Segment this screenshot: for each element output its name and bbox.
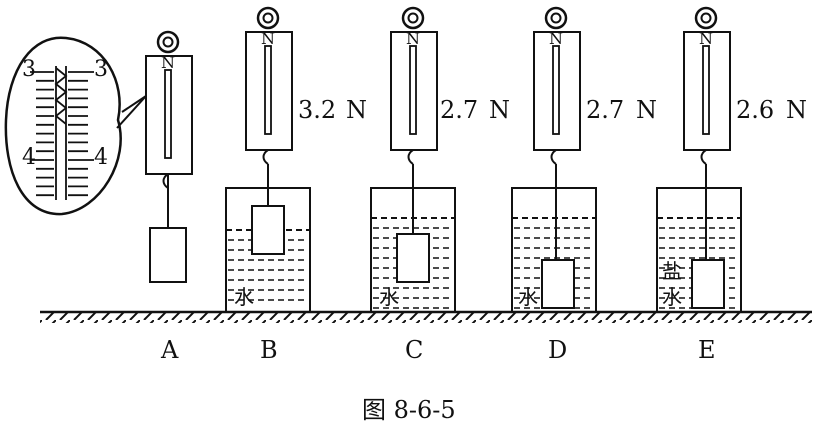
spring-scale-c <box>390 31 438 151</box>
unit-c: N <box>489 96 510 124</box>
weight-block-a <box>149 227 187 283</box>
setup-e: N 2.6 N 盐 水 <box>656 6 807 313</box>
unit-b: N <box>346 96 367 124</box>
setup-a: N <box>145 30 193 283</box>
liquid-label-d: 水 <box>518 285 538 309</box>
hook-ring-icon <box>256 6 280 30</box>
zoom-spring <box>54 66 68 200</box>
spring-scale-e <box>683 31 731 151</box>
setup-label-a: A <box>160 336 179 364</box>
liquid-label-c: 水 <box>379 285 399 309</box>
apparatus-row: N N 3.2 N 水 N <box>145 6 807 313</box>
zoom-label-top-right: 3 <box>94 57 108 82</box>
figure-caption: 图 8-6-5 <box>362 396 456 424</box>
spring-scale-d <box>533 31 581 151</box>
unit-e: N <box>786 96 807 124</box>
setup-label-e: E <box>698 336 716 364</box>
weight-block-c <box>396 233 430 283</box>
weight-block-e <box>691 259 725 309</box>
zoom-label-bottom-right: 4 <box>94 145 108 170</box>
zoomed-scale-bubble: 3 3 4 4 <box>4 36 147 216</box>
setup-d: N 2.7 N 水 <box>511 6 657 313</box>
reading-e: 2.6 <box>736 96 774 124</box>
setup-b: N 3.2 N 水 <box>225 6 367 313</box>
unit-d: N <box>636 96 657 124</box>
hook-ring-icon <box>544 6 568 30</box>
weight-block-b <box>251 205 285 255</box>
spring-scale-b <box>245 31 293 151</box>
liquid-label-b: 水 <box>234 285 254 309</box>
scale-mark-b: N <box>261 29 275 48</box>
liquid-label-e-line2: 水 <box>662 285 682 309</box>
spring-scale-a <box>145 55 193 175</box>
setup-label-d: D <box>548 336 567 364</box>
weight-block-d <box>541 259 575 309</box>
setup-label-c: C <box>405 336 423 364</box>
zoom-scale-ticks <box>30 71 94 197</box>
liquid-label-e-line1: 盐 <box>662 259 682 283</box>
zoom-label-bottom-left: 4 <box>22 145 36 170</box>
reading-b: 3.2 <box>298 96 336 124</box>
ground <box>40 310 812 323</box>
scale-mark-d: N <box>549 29 563 48</box>
reading-c: 2.7 <box>440 96 478 124</box>
zoom-label-top-left: 3 <box>22 57 36 82</box>
reading-d: 2.7 <box>586 96 624 124</box>
hook-ring-icon <box>156 30 180 54</box>
setup-label-b: B <box>260 336 278 364</box>
scale-mark-e: N <box>699 29 713 48</box>
hook-ring-icon <box>401 6 425 30</box>
setup-c: N 2.7 N 水 <box>370 6 510 313</box>
scale-mark-c: N <box>406 29 420 48</box>
scale-mark-a: N <box>161 53 175 72</box>
hook-ring-icon <box>694 6 718 30</box>
